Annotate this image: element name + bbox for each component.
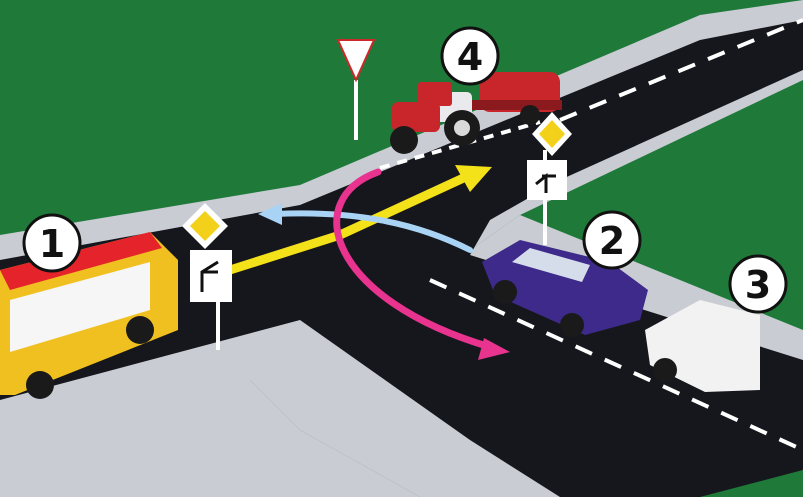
vehicle4-tractor [390,72,562,154]
vehicle1-number: 1 [39,222,65,266]
vehicle1-turn-arrow [258,203,473,253]
vehicle4-number: 4 [457,35,483,79]
vehicle3-number-badge: 3 [728,254,788,314]
road-surface [0,20,803,497]
main-road-edge-line [379,120,541,170]
vehicle1-bus [0,232,178,399]
vehicle4-number-badge: 4 [440,26,500,86]
vehicle1-number-badge: 1 [22,213,82,273]
lane-markings [429,18,803,452]
priority-road-sign-2 [527,112,572,245]
vehicle3-number: 3 [745,263,771,307]
give-way-sign [336,39,376,140]
vehicle2-number: 2 [599,219,625,263]
vehicle3-car [645,300,760,392]
priority-road-sign-1 [182,203,232,350]
vehicle2-number-badge: 2 [582,210,642,270]
vehicle2-turn-arrow [333,168,510,360]
